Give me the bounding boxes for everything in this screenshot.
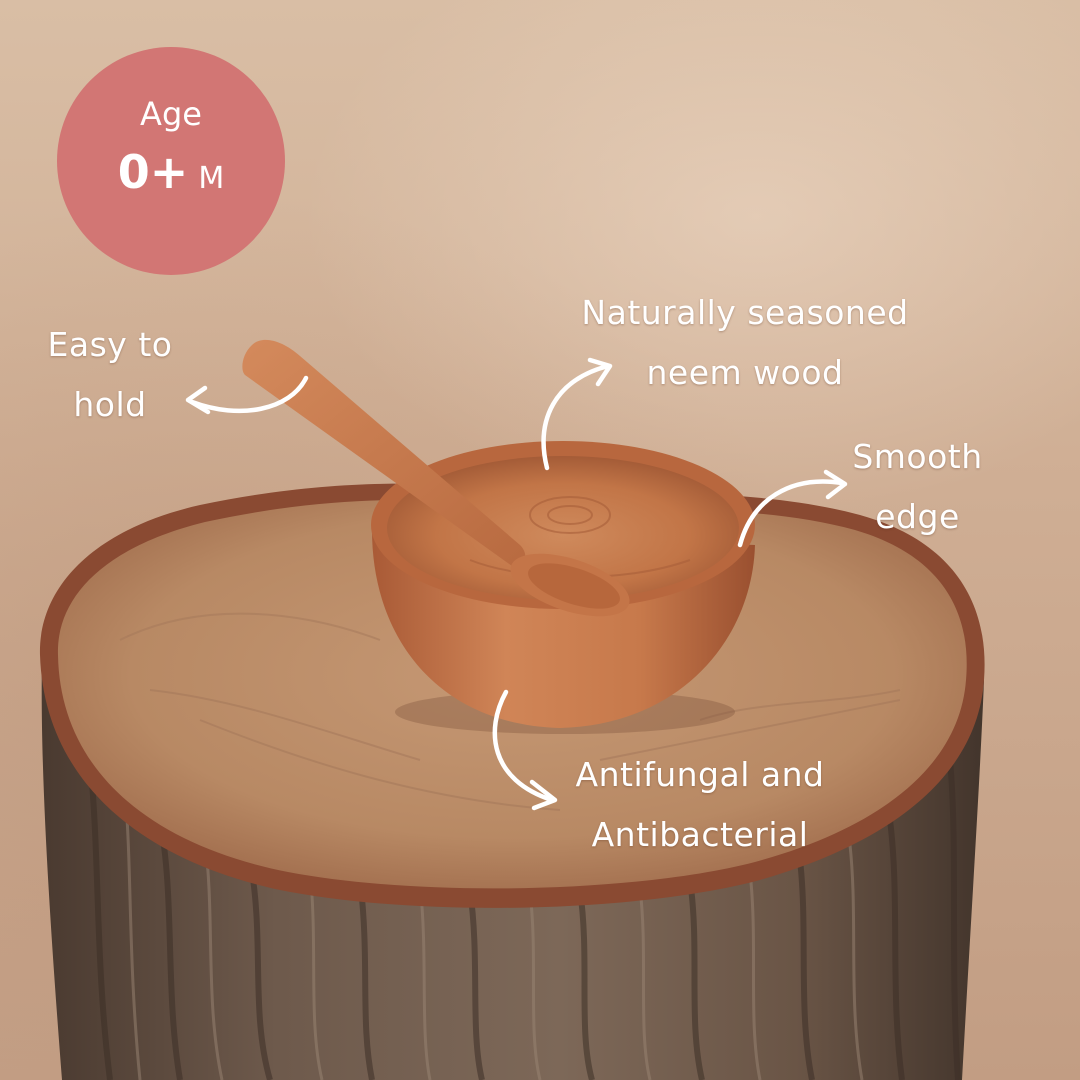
callout-easy-to-hold: Easy to hold [30,315,190,435]
wooden-bowl [371,441,755,728]
callout-easy-to-hold-line2: hold [73,385,147,424]
arrow-icon [185,375,309,415]
wooden-spoon [242,339,630,617]
callout-neem-wood: Naturally seasoned neem wood [560,283,930,403]
age-badge: Age 0+ M [57,47,285,275]
arrow-icon [541,357,613,471]
arrow-icon [492,689,558,811]
callout-smooth-edge: Smooth edge [835,427,1000,547]
age-label: Age [140,95,202,133]
callout-antifungal-line2: Antibacterial [591,815,809,854]
age-unit: M [198,161,225,196]
arrow-icon [737,469,848,548]
callout-smooth-edge-line2: edge [875,497,960,536]
callout-smooth-edge-line1: Smooth [852,437,983,476]
callout-neem-wood-line2: neem wood [646,353,844,392]
age-value: 0+ M [57,145,285,199]
callout-easy-to-hold-line1: Easy to [47,325,173,364]
callout-neem-wood-line1: Naturally seasoned [581,293,909,332]
age-number: 0+ [117,145,189,199]
callout-antifungal: Antifungal and Antibacterial [555,745,845,865]
callout-antifungal-line1: Antifungal and [575,755,825,794]
